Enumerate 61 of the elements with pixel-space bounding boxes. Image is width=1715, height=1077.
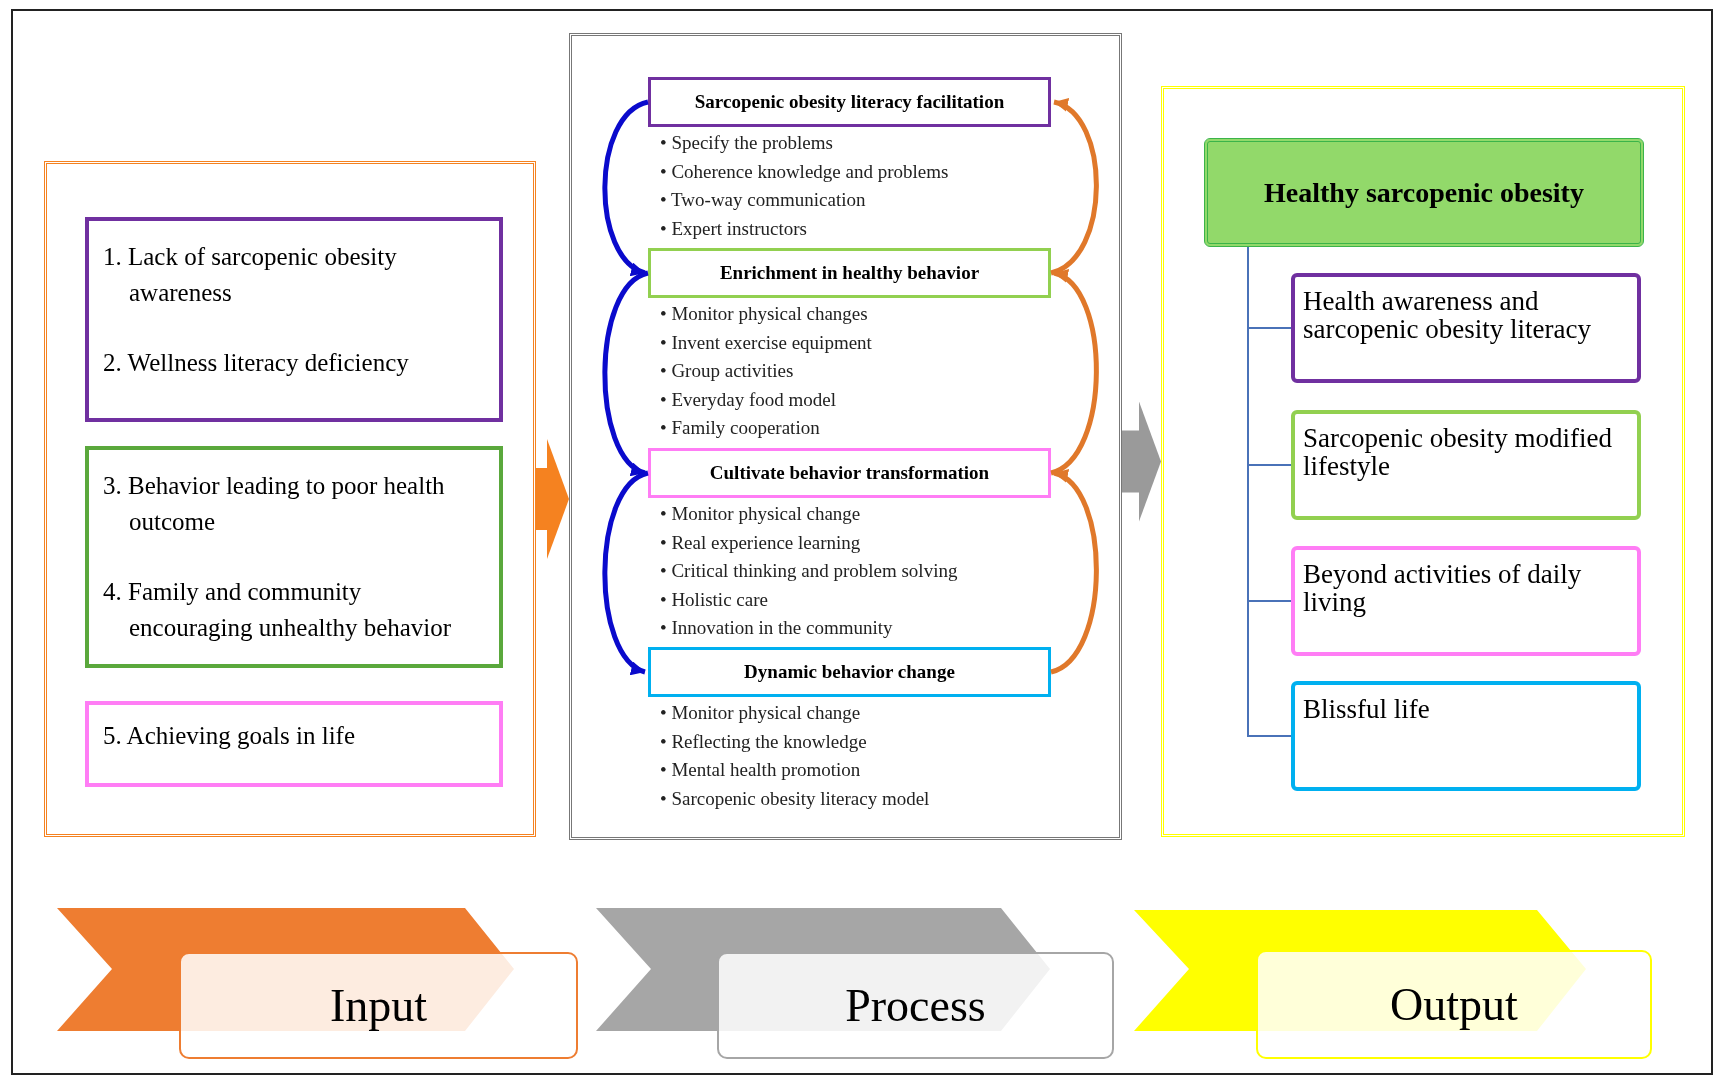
bullet-item: • Monitor physical change <box>660 502 862 526</box>
bullet-item: • Mental health promotion <box>660 758 862 782</box>
stage-title: Input <box>329 979 428 1032</box>
block-arrow <box>1122 401 1161 522</box>
bullet-item: • Sarcopenic obesity literacy model <box>660 786 930 811</box>
stage-label-box <box>717 952 1114 1059</box>
bullet-item: • Coherence knowledge and problems <box>660 159 949 184</box>
process-panel <box>569 33 1122 840</box>
bullet-item: • Invent exercise equipment <box>660 330 872 355</box>
bullet-item: • Critical thinking and problem solving <box>660 559 958 583</box>
list-item: 3. Behavior leading to poor health outcome <box>103 471 446 537</box>
bullet-item: • Holistic care <box>660 587 769 612</box>
list-item: 2. Wellness literacy deficiency <box>103 348 410 378</box>
box-text: Sarcopenic obesity literacy facilitation <box>694 91 1005 113</box>
list-item: 1. Lack of sarcopenic obesity awareness <box>103 242 398 308</box>
outcome-box <box>1291 681 1641 791</box>
box-text: 5. Achieving goals in life <box>103 723 357 750</box>
stage-box <box>648 248 1051 298</box>
curved-arrow <box>1050 99 1099 276</box>
bullet-item: • Innovation in the community <box>660 616 894 640</box>
bullet-item: • Monitor physical change <box>660 701 862 725</box>
box-text: Sarcopenic obesity modified lifestyle <box>1303 424 1613 481</box>
curved-arrow <box>1049 470 1099 675</box>
curved-arrow <box>1049 270 1099 476</box>
curved-arrow <box>602 470 650 675</box>
stage-title: Process <box>845 979 986 1032</box>
box-text: Enrichment in healthy behavior <box>719 262 980 284</box>
bullet-item: • Real experience learning <box>660 530 862 555</box>
problem-box <box>85 446 503 668</box>
block-arrow <box>536 439 569 559</box>
list-item: 4. Family and community encouraging unhealthy behavior <box>103 577 453 643</box>
box-text: Dynamic behavior change <box>744 661 955 683</box>
bullet-item: • Reflecting the knowledge <box>660 729 868 754</box>
box-text: Health awareness and sarcopenic obesity literacy <box>1303 287 1592 344</box>
bullet-item: • Group activities <box>660 359 795 383</box>
stage-label-box <box>179 952 578 1059</box>
box-text: Beyond activities of daily living <box>1303 560 1583 617</box>
bullet-item: • Everyday food model <box>660 387 838 412</box>
box-text: Healthy sarcopenic obesity <box>1264 176 1584 209</box>
problem-box <box>85 701 503 787</box>
outcome-box <box>1291 546 1641 656</box>
stage-title: Output <box>1390 978 1518 1031</box>
box-text: Cultivate behavior transformation <box>709 462 990 484</box>
output-panel <box>1161 86 1685 837</box>
stage-box <box>648 77 1051 127</box>
outcome-header <box>1204 138 1644 247</box>
outcome-box <box>1291 410 1641 520</box>
bullet-item: • Monitor physical changes <box>660 302 869 326</box>
problem-box <box>85 217 503 422</box>
bullet-item: • Specify the problems <box>660 131 834 155</box>
box-text: Blissful life <box>1303 695 1431 724</box>
stage-box <box>648 647 1051 697</box>
bullet-item: • Two-way communication <box>660 188 867 212</box>
bullet-item: • Family cooperation <box>660 416 821 440</box>
outcome-box <box>1291 273 1641 383</box>
input-panel <box>44 161 536 837</box>
curved-arrow <box>602 270 650 476</box>
stage-box <box>648 448 1051 498</box>
curved-arrow <box>602 99 649 276</box>
stage-label-box <box>1256 950 1652 1059</box>
bullet-item: • Expert instructors <box>660 216 808 241</box>
